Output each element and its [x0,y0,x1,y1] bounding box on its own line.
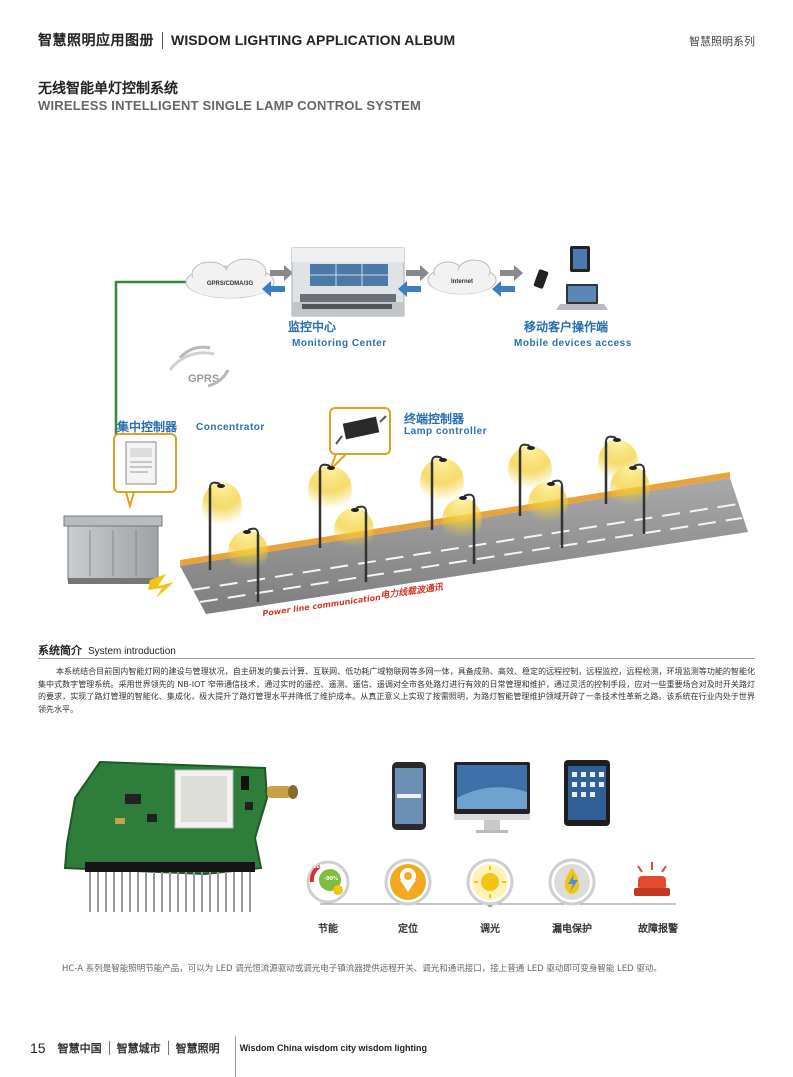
feature-label-energy: 节能 [318,924,338,935]
header-title-en: WISDOM LIGHTING APPLICATION ALBUM [171,32,456,48]
concentrator-label-en: Concentrator [196,422,265,433]
arrow-left-icon [262,281,285,297]
feature-label-alarm: 故障报警 [638,924,678,935]
system-diagram: GPRS/CDMA/3G Internet [30,230,770,630]
street-lamp [508,443,552,516]
diagram-graphic: GPRS/CDMA/3G Internet [63,246,748,614]
street-lamp [442,493,482,564]
section-title-en: System introduction [88,646,176,657]
lamp-controller-label-en: Lamp controller [404,426,488,437]
arrow-right-icon [500,265,523,281]
section-title: 系统简介 System introduction [38,642,176,658]
dimming-sun-icon [466,858,514,906]
concentrator-label-cn: 集中控制器 [117,420,178,434]
section-divider [38,658,755,659]
footer-tag: 智慧城市 [116,1042,161,1055]
monitoring-center-label-en: Monitoring Center [292,338,387,349]
footer-tag-divider [167,1041,169,1055]
lamp-controller-label-cn: 终端控制器 [404,412,465,426]
arrow-right-icon [406,265,429,281]
alarm-siren-icon [634,862,670,896]
street-lamp [420,455,464,530]
footer-tagline: Wisdom China wisdom city wisdom lighting [239,1043,428,1053]
page-title: 无线智能单灯控制系统 [38,81,178,97]
footer-divider [235,1036,236,1077]
energy-badge: LED [314,864,323,869]
monitor-device-image [454,762,530,833]
street-lamps [202,435,650,602]
leakage-protection-icon [548,858,596,906]
section-body: 本系统结合目前国内智能灯网的建设与管理状况，自主研发的集云计算、互联网、低功耗广… [38,667,755,714]
header-series: 智慧照明系列 [689,35,755,48]
gprs-signal-icon [207,369,230,388]
lightning-icon [148,574,174,598]
header-divider [162,31,163,49]
feature-label-location: 定位 [398,924,418,935]
street-lamp [228,527,268,602]
arrow-left-icon [398,281,421,297]
cloud-gprs-icon [185,258,275,299]
cloud-gprs-label: GPRS/CDMA/3G [207,281,254,287]
street-lamp [528,479,568,548]
road [180,478,748,614]
page-subtitle: WIRELESS INTELLIGENT SINGLE LAMP CONTROL… [38,98,422,113]
energy-saving-icon [306,860,350,904]
mobile-devices-label-cn: 移动客户操作端 [524,320,609,334]
arrow-right-icon [270,265,293,281]
footer-tag-divider [108,1041,110,1055]
street-lamp [610,463,650,534]
gprs-label: GPRS [188,373,219,385]
street-lamp [202,481,242,570]
section-title-cn: 系统简介 [38,644,82,657]
concentrator-callout [113,433,177,510]
phone-device-image [392,762,426,830]
feature-label-dimming: 调光 [480,924,500,935]
cloud-internet-icon [427,259,497,295]
phone-icon [533,269,549,289]
street-lamp [334,505,374,582]
tablet-device-image [564,760,610,826]
monitoring-center-image [291,247,405,317]
page-header: 智慧照明应用图册 WISDOM LIGHTING APPLICATION ALB… [38,30,455,50]
monitoring-center-label-cn: 监控中心 [288,320,337,334]
gprs-signal-icon [168,345,215,371]
circuit-board-image [63,760,298,912]
location-pin-icon [384,858,432,906]
energy-percent: -90% [324,876,338,882]
feature-label-leakage: 漏电保护 [552,924,592,935]
header-title-cn: 智慧照明应用图册 [38,33,154,49]
tablet-icon [570,246,590,272]
page-number: 15 [30,1040,46,1056]
cloud-internet-label: Internet [451,279,473,285]
lamp-controller-callout [329,407,391,471]
footer-tag: 智慧中国 [57,1042,102,1055]
control-line [114,280,190,480]
product-note: HC-A 系列是智能照明节能产品，可以为 LED 调光恒流源驱动或调光电子镇流器… [62,964,662,974]
footer-tag: 智慧照明 [175,1042,220,1055]
laptop-icon [556,284,608,310]
mobile-devices-label-en: Mobile devices access [514,338,632,349]
page-footer: 15 智慧中国 智慧城市 智慧照明 Wisdom China wisdom ci… [30,1040,427,1056]
arrow-left-icon [492,281,515,297]
features-graphic: LED -90% [306,760,676,907]
street-lamp [308,463,352,548]
concentrator-cabinet-image [63,515,163,584]
